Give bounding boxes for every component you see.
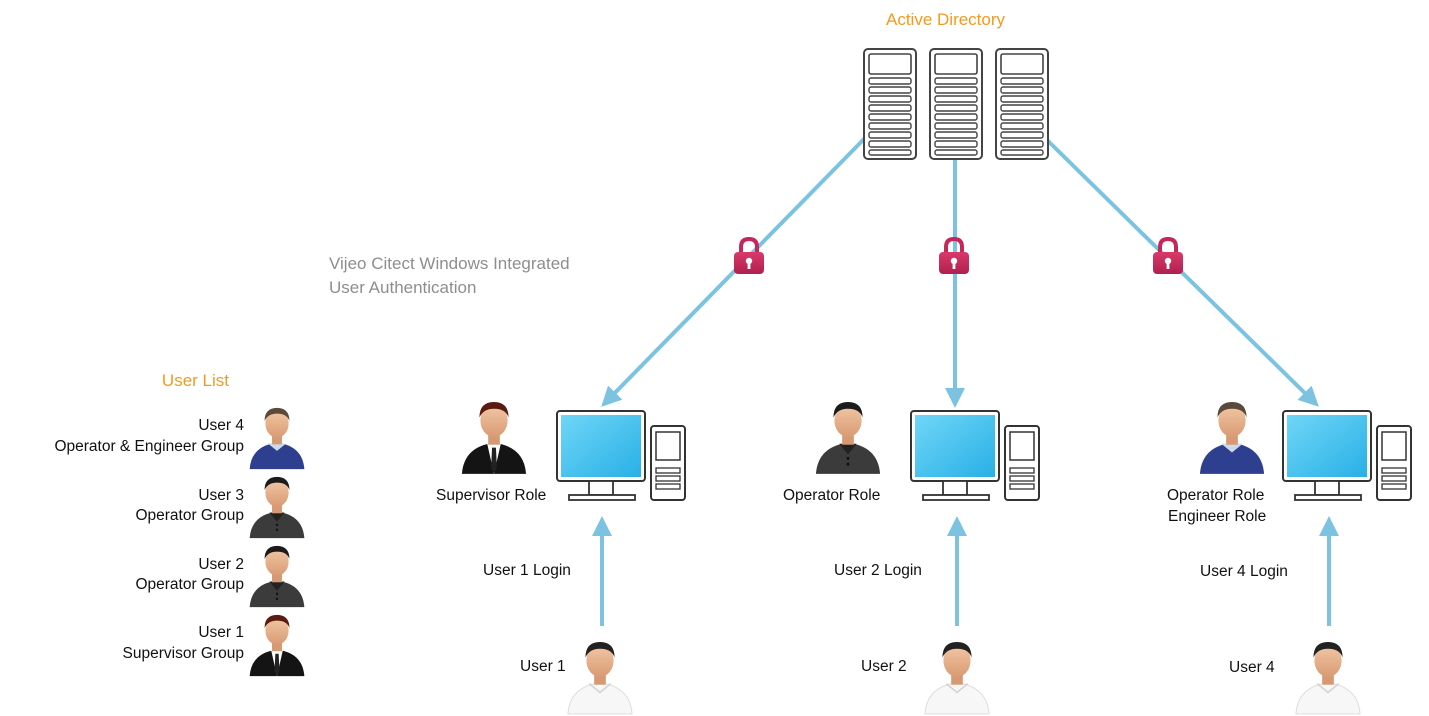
user-list-group: Supervisor Group [122,645,244,662]
active-directory-servers [863,48,1049,160]
casual-user-icon [1199,401,1265,474]
computer-icon-supervisor [556,410,686,501]
user-label-1: User 1 [520,658,566,675]
user-list-name: User 1 [198,624,244,641]
login-label-3: User 4 Login [1200,563,1288,580]
active-directory-title: Active Directory [886,10,1006,29]
user-list-heading: User List [161,371,229,390]
user-list-group: Operator Group [135,576,244,593]
user-list-avatar-4 [249,407,305,470]
login-label-2: User 2 Login [834,562,922,579]
user-list-avatar-3 [249,476,305,539]
role-label-operator: Operator Role [783,487,881,504]
server-icon [863,48,917,160]
supervisor-user-icon [461,401,527,474]
computer-icon-engineer [1282,410,1412,501]
login-arrows [592,516,1339,626]
server-icon [929,48,983,160]
role-label-engineer-1: Operator Role [1167,487,1265,504]
user-list-name: User 3 [198,487,244,504]
user-list-name: User 4 [198,417,244,434]
user-list-avatar-2 [249,545,305,608]
role-label-engineer-2: Engineer Role [1168,508,1267,525]
user-list-avatar-1 [249,614,305,677]
role-label-supervisor: Supervisor Role [436,487,547,504]
lock-icon [1151,237,1185,276]
user-list-group: Operator Group [135,507,244,524]
computer-icon-operator [910,410,1040,501]
user-label-2: User 2 [861,658,907,675]
user-2-icon [924,641,990,715]
user-1-icon [567,641,633,715]
server-icon [995,48,1049,160]
user-list-name: User 2 [198,556,244,573]
auth-label-line-2: User Authentication [329,278,477,297]
login-label-1: User 1 Login [483,562,571,579]
auth-label-line-1: Vijeo Citect Windows Integrated [329,254,570,273]
user-4-icon [1295,641,1361,715]
user-label-4: User 4 [1229,659,1275,676]
user-list-group: Operator & Engineer Group [54,438,244,455]
operator-user-icon [815,401,881,474]
